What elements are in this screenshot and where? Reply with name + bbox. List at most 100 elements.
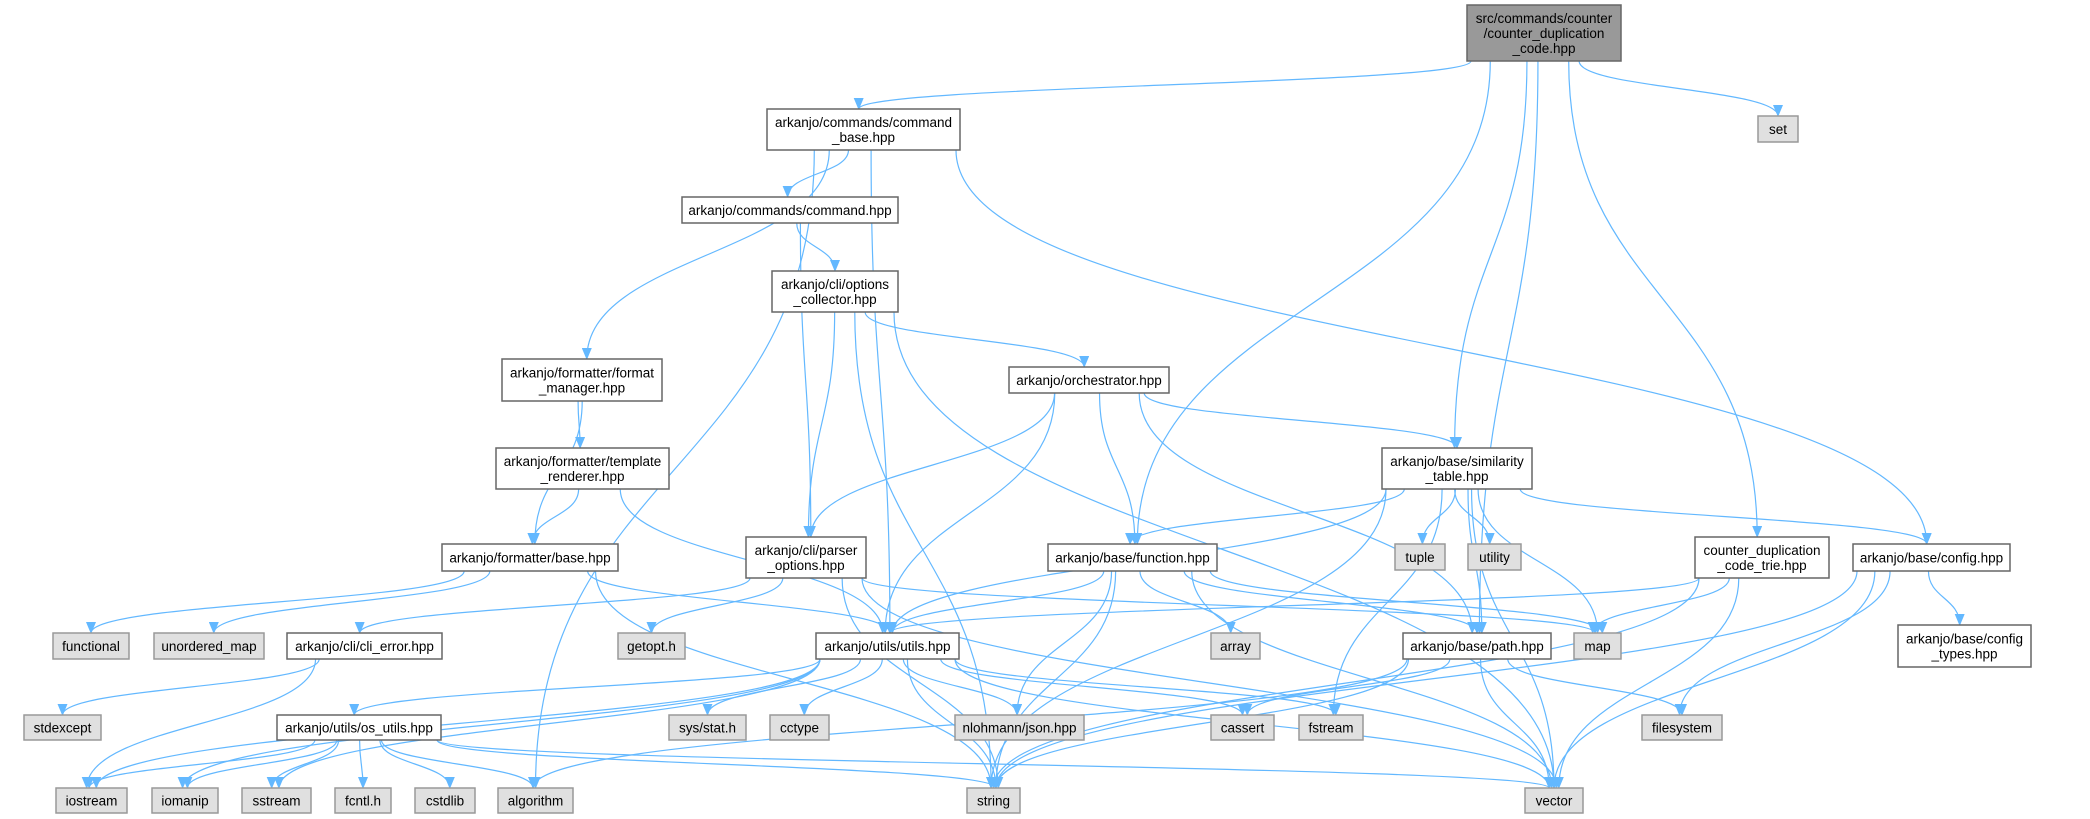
edge-template_renderer-to-formatter_base xyxy=(527,488,580,545)
node-command[interactable]: arkanjo/commands/command.hpp xyxy=(681,196,899,224)
edge-os_utils-to-string xyxy=(436,739,1001,789)
node-label: arkanjo/formatter/template xyxy=(504,454,662,469)
edge-path-to-cassert xyxy=(1242,658,1451,716)
node-fstream[interactable]: fstream xyxy=(1298,714,1364,741)
node-functional[interactable]: functional xyxy=(52,632,130,660)
node-label: arkanjo/base/path.hpp xyxy=(1410,639,1544,654)
edge-parser_options-to-cli_error xyxy=(354,577,751,634)
node-path[interactable]: arkanjo/base/path.hpp xyxy=(1402,632,1552,660)
edge-cmdbase-to-config xyxy=(955,149,1932,545)
node-getopt[interactable]: getopt.h xyxy=(617,632,686,660)
node-cmdbase[interactable]: arkanjo/commands/command_base.hpp xyxy=(766,108,961,151)
node-os-utils[interactable]: arkanjo/utils/os_utils.hpp xyxy=(276,714,442,741)
edge-format_manager-to-template_renderer xyxy=(575,400,586,449)
node-orchestrator[interactable]: arkanjo/orchestrator.hpp xyxy=(1008,366,1170,394)
node-label: _renderer.hpp xyxy=(539,469,624,484)
node-label: string xyxy=(977,794,1010,809)
node-box xyxy=(1008,366,1170,394)
node-root[interactable]: src/commands/counter/counter_duplication… xyxy=(1466,4,1622,62)
edge-cmdbase-to-utils xyxy=(870,149,895,634)
node-label: arkanjo/formatter/base.hpp xyxy=(449,551,610,566)
edge-os_utils-to-sstream xyxy=(266,739,340,789)
edge-parser_options-to-getopt xyxy=(646,577,784,634)
node-fcntl[interactable]: fcntl.h xyxy=(334,787,392,814)
node-config-types[interactable]: arkanjo/base/config_types.hpp xyxy=(1897,624,2032,668)
node-cassert[interactable]: cassert xyxy=(1210,714,1275,741)
node-parser-options[interactable]: arkanjo/cli/parser_options.hpp xyxy=(745,536,867,579)
edge-utils-to-cctype xyxy=(799,658,883,716)
node-trie[interactable]: counter_duplication_code_trie.hpp xyxy=(1694,536,1830,579)
node-label: _base.hpp xyxy=(831,130,895,145)
edge-os_utils-to-iostream xyxy=(84,739,316,789)
edge-utils-to-cassert xyxy=(940,658,1248,716)
node-utils[interactable]: arkanjo/utils/utils.hpp xyxy=(815,632,960,660)
node-label: sstream xyxy=(252,794,300,809)
node-label: tuple xyxy=(1405,550,1434,565)
node-similarity[interactable]: arkanjo/base/similarity_table.hpp xyxy=(1381,447,1533,490)
edge-command-to-opts_collector xyxy=(796,222,840,272)
node-label: algorithm xyxy=(508,794,564,809)
node-cctype[interactable]: cctype xyxy=(769,714,830,741)
edge-trie-to-utils xyxy=(885,577,1700,634)
node-label: fcntl.h xyxy=(345,794,381,809)
node-box xyxy=(1694,536,1830,579)
node-unordered-map[interactable]: unordered_map xyxy=(153,632,265,660)
node-box xyxy=(1757,115,1799,143)
edge-similarity-to-string xyxy=(986,488,1387,789)
node-tuple[interactable]: tuple xyxy=(1394,543,1446,571)
edge-function-to-nlohmann xyxy=(1012,570,1113,716)
node-filesystem[interactable]: filesystem xyxy=(1641,714,1723,741)
node-label: functional xyxy=(62,639,120,654)
edge-opts_collector-to-vector xyxy=(893,311,1559,789)
edge-orchestrator-to-parser_options xyxy=(805,392,1056,538)
node-nlohmann[interactable]: nlohmann/json.hpp xyxy=(954,714,1085,741)
node-cli-error[interactable]: arkanjo/cli/cli_error.hpp xyxy=(286,632,443,660)
edge-config-to-vector xyxy=(1549,570,1876,789)
node-set[interactable]: set xyxy=(1757,115,1799,143)
node-function[interactable]: arkanjo/base/function.hpp xyxy=(1047,543,1218,572)
node-box xyxy=(1210,714,1275,741)
node-iostream[interactable]: iostream xyxy=(55,787,128,814)
node-vector[interactable]: vector xyxy=(1524,787,1584,814)
node-iomanip[interactable]: iomanip xyxy=(151,787,219,814)
node-stdexcept[interactable]: stdexcept xyxy=(23,714,102,741)
node-label: _manager.hpp xyxy=(538,381,625,396)
node-config[interactable]: arkanjo/base/config.hpp xyxy=(1852,543,2011,572)
node-map[interactable]: map xyxy=(1573,632,1622,660)
node-label: arkanjo/orchestrator.hpp xyxy=(1016,373,1162,388)
node-sys-stat[interactable]: sys/stat.h xyxy=(668,714,747,741)
edge-trie-to-map xyxy=(1587,577,1730,634)
node-cstdlib[interactable]: cstdlib xyxy=(414,787,476,814)
edge-root-to-set xyxy=(1578,60,1783,117)
edge-command-to-parser_options xyxy=(799,222,816,538)
node-label: vector xyxy=(1536,794,1573,809)
node-label: _code_trie.hpp xyxy=(1716,558,1806,573)
edge-utils-to-string xyxy=(906,658,1001,789)
node-label: _collector.hpp xyxy=(792,292,876,307)
edge-os_utils-to-fcntl xyxy=(357,739,368,789)
node-label: cctype xyxy=(780,721,819,736)
node-formatter-base[interactable]: arkanjo/formatter/base.hpp xyxy=(441,543,619,572)
node-box xyxy=(55,787,128,814)
edge-utils-to-sys_stat xyxy=(702,658,862,716)
node-array[interactable]: array xyxy=(1210,632,1261,660)
edge-config-to-filesystem xyxy=(1674,570,1891,716)
node-template-renderer[interactable]: arkanjo/formatter/template_renderer.hpp xyxy=(495,447,670,490)
edge-utils-to-sstream xyxy=(273,658,821,789)
edge-path-to-vector xyxy=(1479,658,1555,789)
node-box xyxy=(241,787,312,814)
node-label: arkanjo/utils/os_utils.hpp xyxy=(285,721,433,736)
node-string[interactable]: string xyxy=(966,787,1021,814)
edge-orchestrator-to-similarity xyxy=(1143,392,1462,449)
node-algorithm[interactable]: algorithm xyxy=(497,787,574,814)
node-box xyxy=(769,714,830,741)
node-sstream[interactable]: sstream xyxy=(241,787,312,814)
node-label: _options.hpp xyxy=(766,558,844,573)
node-box xyxy=(617,632,686,660)
node-box xyxy=(334,787,392,814)
node-utility[interactable]: utility xyxy=(1467,543,1522,571)
node-opts-collector[interactable]: arkanjo/cli/options_collector.hpp xyxy=(771,270,899,313)
node-box xyxy=(1466,4,1622,62)
node-box xyxy=(966,787,1021,814)
node-format-manager[interactable]: arkanjo/formatter/format_manager.hpp xyxy=(501,358,663,402)
